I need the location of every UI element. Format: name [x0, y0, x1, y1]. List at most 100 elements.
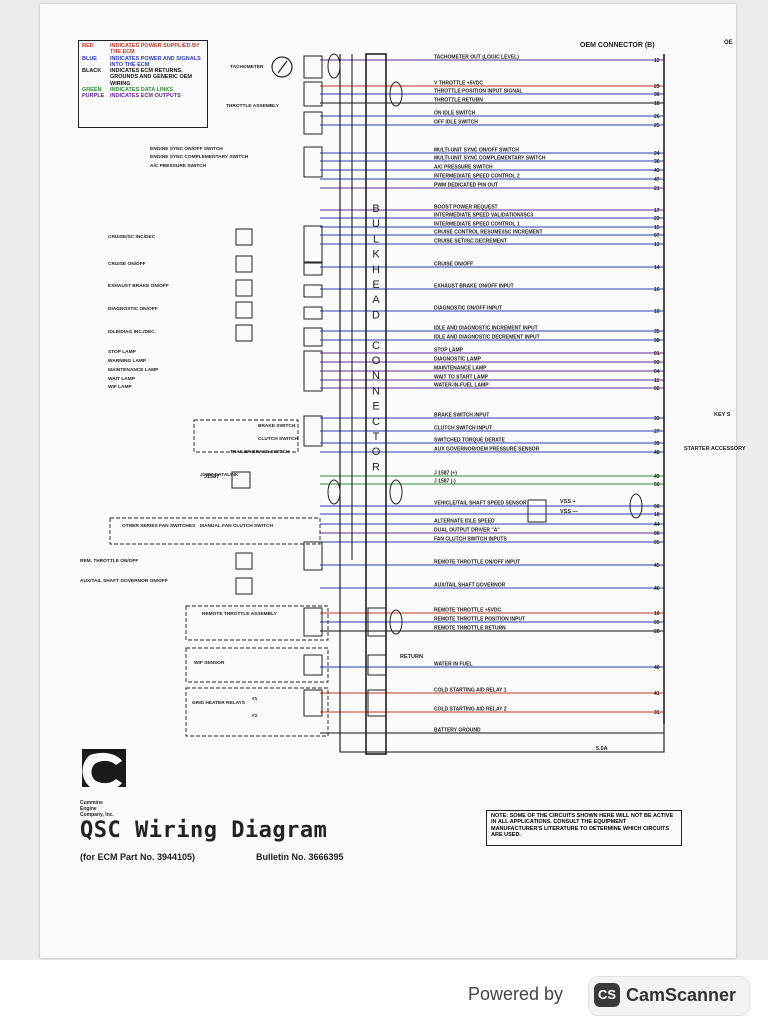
component-label: ENGINE SYNC ON/OFF SWITCH: [150, 146, 223, 152]
signal-label: CRUISE CONTROL RESUME/ISC INCREMENT: [434, 230, 543, 236]
signal-label: BOOST POWER REQUEST: [434, 205, 498, 211]
camscanner-name: CamScanner: [626, 985, 737, 1005]
assembly-outline: [109, 517, 321, 545]
component-label: A/C PRESSURE SWITCH: [150, 163, 207, 169]
bulkhead-letter: A: [372, 294, 380, 306]
legend-desc: INDICATES ECM OUTPUTS: [110, 93, 181, 100]
signal-label: BATTERY GROUND: [434, 728, 481, 734]
pin-number: 44: [654, 522, 660, 528]
signal-label: IDLE AND DIAGNOSTIC INCREMENT INPUT: [434, 326, 538, 332]
component-label: J1587 DATALINK: [200, 472, 239, 478]
component-label: #1: [252, 696, 258, 702]
camscanner-logo-icon: CS: [594, 983, 620, 1007]
connector-block: [367, 654, 387, 676]
shield-oval: [327, 53, 341, 79]
signal-label: VEHICLE/TAIL SHAFT SPEED SENSOR: [434, 501, 527, 507]
signal-label: MULTI-UNIT SYNC ON/OFF SWITCH: [434, 148, 519, 154]
assembly-outline: [185, 647, 329, 683]
connector-block: [303, 146, 323, 178]
connector-block: [527, 499, 547, 523]
component-label: REM. THROTTLE ON/OFF: [80, 558, 138, 564]
signal-label: IDLE AND DIAGNOSTIC DECREMENT INPUT: [434, 335, 540, 341]
diagram-title: QSC Wiring Diagram: [80, 818, 328, 843]
legend-desc: INDICATES POWER SUPPLIED BY THE ECM: [110, 43, 200, 56]
bulkhead-connector: [365, 53, 387, 755]
legend-key: BLACK: [82, 68, 102, 75]
component-label: WIF SENSOR: [194, 660, 225, 666]
pin-number: 18: [654, 101, 660, 107]
signal-label: A/C PRESSURE SWITCH: [434, 165, 493, 171]
company-name: Cummins Engine Company, Inc.: [80, 800, 114, 818]
signal-label: THROTTLE POSITION INPUT SIGNAL: [434, 89, 523, 95]
component-label: WAIT LAMP: [108, 376, 136, 382]
misc-label: RETURN: [400, 654, 423, 660]
signal-label: V THROTTLE +5VDC: [434, 81, 483, 87]
signal-label: MAINTENANCE LAMP: [434, 366, 487, 372]
component-label: DIAGNOSTIC ON/OFF: [108, 306, 158, 312]
signal-label: THROTTLE RETURN: [434, 98, 483, 104]
relay-box: [235, 255, 253, 273]
signal-label: REMOTE THROTTLE POSITION INPUT: [434, 617, 525, 623]
legend-desc: INDICATES POWER AND SIGNALS INTO THE ECM: [110, 55, 201, 68]
pin-number: 15: [654, 225, 660, 231]
signal-label: INTERMEDIATE SPEED VALIDATION/ISC3: [434, 213, 533, 219]
signal-label: REMOTE THROTTLE ON/OFF INPUT: [434, 560, 520, 566]
signal-label: MULTI-UNIT SYNC COMPLEMENTARY SWITCH: [434, 156, 546, 162]
connector-block: [303, 225, 323, 263]
pin-number: 46: [654, 586, 660, 592]
misc-label: KEY S: [714, 412, 731, 418]
relay-box: [235, 279, 253, 297]
ecm-part-number: (for ECM Part No. 3944105): [80, 852, 196, 862]
signal-label: COLD STARTING AID RELAY 1: [434, 688, 507, 694]
pin-number: 25: [654, 123, 660, 129]
pin-number: 07: [654, 233, 660, 239]
pin-number: 47: [654, 177, 660, 183]
bulkhead-letter: E: [372, 401, 379, 413]
pin-number: 10: [654, 611, 660, 617]
relay-box: [235, 324, 253, 342]
pin-number: 49: [654, 474, 660, 480]
connector-block: [303, 81, 323, 107]
assembly-outline: [193, 419, 299, 453]
signal-label: AUX/TAIL SHAFT GOVERNOR: [434, 583, 506, 589]
legend-key: PURPLE: [82, 93, 105, 100]
pin-number: 23: [654, 216, 660, 222]
signal-label: WATER-IN-FUEL LAMP: [434, 383, 489, 389]
component-label: #2: [252, 713, 258, 719]
signal-label: COLD STARTING AID RELAY 2: [434, 707, 507, 713]
pin-number: 24: [654, 151, 660, 157]
bulkhead-letter: H: [372, 264, 380, 276]
pin-number: 11: [654, 378, 660, 384]
legend-desc: INDICATES ECM RETURNS, GROUNDS AND GENER…: [110, 68, 192, 87]
signal-label: TACHOMETER OUT (LOGIC LEVEL): [434, 55, 519, 61]
pin-number: 45: [654, 563, 660, 569]
oem-connector-label: OEM CONNECTOR (B): [580, 42, 655, 49]
pin-number: 48: [654, 450, 660, 456]
pin-number: 08: [654, 504, 660, 510]
component-label: BRAKE SWITCH: [258, 423, 296, 429]
legend-row: RED INDICATES POWER SUPPLIED BY THE ECM: [82, 43, 204, 56]
misc-label: 5.0A: [596, 746, 608, 752]
legend-row: PURPLE INDICATES ECM OUTPUTS: [82, 93, 204, 99]
bulkhead-letter: C: [372, 416, 380, 428]
bulkhead-letter: N: [372, 385, 380, 397]
legend-row: BLACK INDICATES ECM RETURNS, GROUNDS AND …: [82, 68, 204, 87]
pin-number: 35: [654, 329, 660, 335]
component-label: IDLE/DIAG INC./DEC.: [108, 329, 156, 335]
legend-key: RED: [82, 43, 94, 49]
component-label: EXHAUST BRAKE ON/OFF: [108, 283, 169, 289]
signal-label: J 1587 (-): [434, 479, 456, 485]
legend-desc: INDICATES DATA LINKS: [110, 87, 174, 94]
bulkhead-letter: R: [372, 461, 380, 473]
signal-label: DIAGNOSTIC ON/OFF INPUT: [434, 306, 502, 312]
connector-block: [303, 327, 323, 347]
bulletin-number: Bulletin No. 3666395: [256, 852, 344, 862]
pin-number: 20: [654, 629, 660, 635]
misc-label: J1587: [204, 474, 219, 480]
misc-label: STARTER ACCESSORY: [684, 446, 746, 452]
connector-block: [367, 607, 387, 637]
pin-number: 05: [654, 540, 660, 546]
